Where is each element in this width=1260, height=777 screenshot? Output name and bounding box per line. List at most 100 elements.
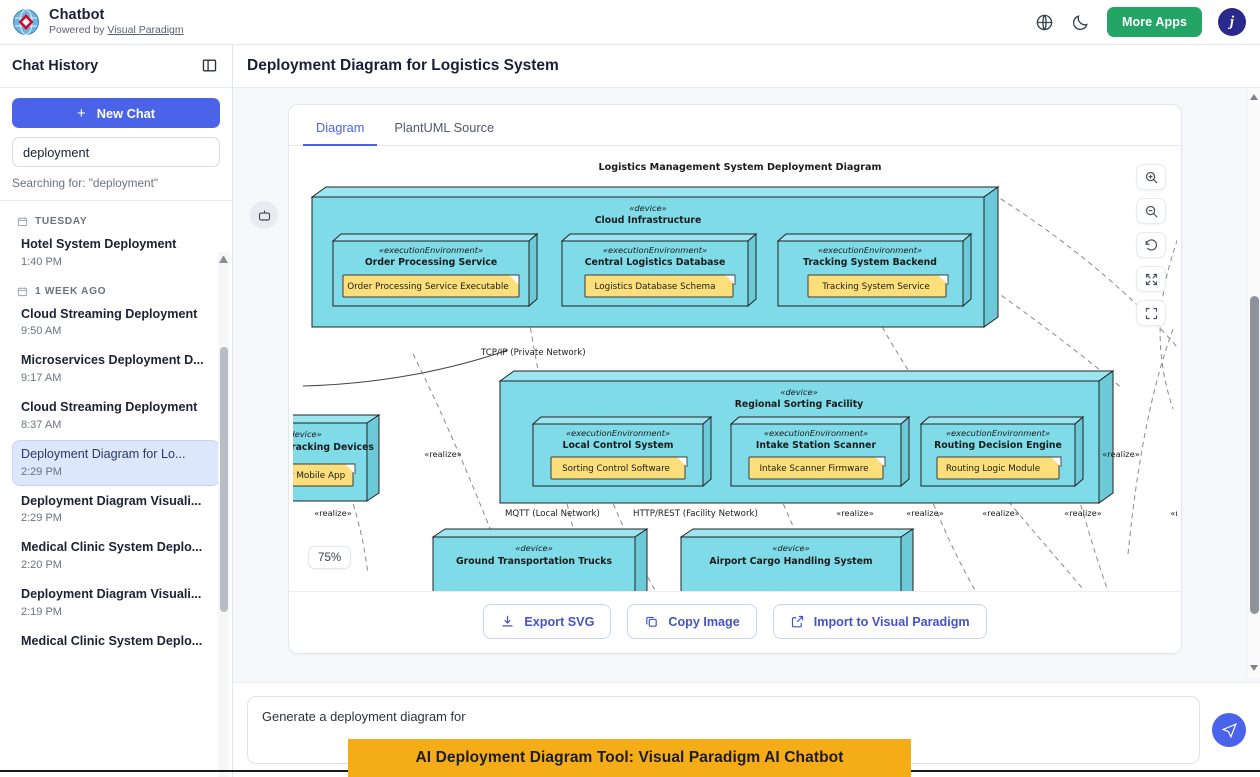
scrollbar-thumb[interactable] — [1249, 296, 1259, 614]
device-name: Airport Cargo Handling System — [709, 556, 872, 567]
device-stereotype: «device» — [772, 543, 810, 553]
list-item[interactable]: Microservices Deployment D... 9:17 AM — [12, 346, 220, 392]
device-regional-sorting-facility[interactable]: «device» Regional Sorting Facility «exec… — [498, 370, 1115, 504]
export-svg-label: Export SVG — [524, 614, 595, 629]
new-chat-button[interactable]: + New Chat — [12, 98, 220, 128]
diagram-viewport[interactable]: 75% Logistics Management System Deployme… — [293, 154, 1177, 591]
import-to-visual-paradigm-button[interactable]: Import to Visual Paradigm — [772, 604, 987, 639]
chat-time: 2:19 PM — [21, 605, 62, 618]
plus-icon: + — [76, 104, 86, 122]
send-button[interactable] — [1212, 713, 1246, 747]
device-ground-transportation-trucks[interactable]: «device» Ground Transportation Trucks — [431, 528, 649, 591]
zoom-level-badge: 75% — [308, 546, 352, 569]
env-name: Routing Decision Engine — [934, 440, 1062, 451]
chat-name: Cloud Streaming Deployment — [21, 400, 198, 415]
content-scrollbar[interactable] — [1246, 88, 1260, 677]
list-item[interactable]: Deployment Diagram Visuali... 2:29 PM — [12, 487, 220, 533]
zoom-out-icon[interactable] — [1136, 198, 1166, 224]
search-input[interactable] — [12, 137, 220, 167]
tab-plantuml-source[interactable]: PlantUML Source — [394, 120, 495, 135]
chat-time: 9:17 AM — [21, 372, 62, 385]
more-apps-button[interactable]: More Apps — [1106, 7, 1202, 37]
history-group-label: TUESDAY — [12, 207, 220, 230]
execution-environment-local-control-system[interactable]: «executionEnvironment» Local Control Sys… — [531, 415, 713, 488]
chat-time: 2:29 PM — [21, 465, 62, 478]
realize-label: «realize» — [314, 508, 352, 518]
list-item[interactable]: Deployment Diagram Visuali... 2:19 PM — [12, 580, 220, 626]
sidebar-scrollbar[interactable] — [218, 252, 229, 777]
list-item[interactable]: Cloud Streaming Deployment 9:50 AM — [12, 300, 220, 346]
execution-environment-tracking-system-backend[interactable]: «executionEnvironment» Tracking System B… — [776, 232, 973, 308]
scroll-up-arrow-icon[interactable] — [219, 254, 228, 263]
env-stereotype: «executionEnvironment» — [379, 245, 483, 255]
visual-paradigm-logo-icon — [12, 8, 40, 36]
execution-environment-order-processing-service[interactable]: «executionEnvironment» Order Processing … — [331, 232, 539, 308]
calendar-icon — [17, 287, 28, 296]
artifact-name: Sorting Control Software — [562, 464, 670, 474]
sidebar: Chat History + New Chat Searching for: "… — [0, 45, 233, 777]
deployment-diagram: Logistics Management System Deployment D… — [293, 162, 1177, 591]
searching-status: Searching for: "deployment" — [12, 176, 159, 190]
env-stereotype: «executionEnvironment» — [946, 428, 1050, 438]
copy-image-button[interactable]: Copy Image — [627, 604, 757, 639]
execution-environment-routing-decision-engine[interactable]: «executionEnvironment» Routing Decision … — [919, 415, 1085, 488]
chat-time: 2:29 PM — [21, 512, 62, 525]
zoom-in-icon[interactable] — [1136, 164, 1166, 190]
list-item[interactable]: Hotel System Deployment 1:40 PM — [12, 230, 220, 276]
scroll-down-arrow-icon[interactable] — [1250, 665, 1258, 673]
powered-by-prefix: Powered by — [49, 24, 108, 37]
device-cloud-infrastructure[interactable]: «device» Cloud Infrastructure «execution… — [310, 186, 1000, 328]
copy-icon — [646, 616, 658, 627]
export-svg-button[interactable]: Export SVG — [483, 604, 612, 639]
divider — [0, 200, 232, 201]
list-item[interactable]: Cloud Streaming Deployment 8:37 AM — [12, 393, 220, 439]
fit-screen-icon[interactable] — [1136, 266, 1166, 292]
send-icon — [1221, 722, 1237, 738]
env-name: Local Control System — [563, 440, 674, 451]
execution-environment-intake-station-scanner[interactable]: «executionEnvironment» Intake Station Sc… — [729, 415, 911, 488]
env-name: Order Processing Service — [365, 257, 497, 268]
visual-paradigm-link[interactable]: Visual Paradigm — [107, 24, 184, 37]
env-name: Intake Station Scanner — [756, 440, 877, 451]
reset-rotate-icon[interactable] — [1136, 232, 1166, 258]
chat-name: Deployment Diagram Visuali... — [21, 493, 202, 508]
promo-banner: AI Deployment Diagram Tool: Visual Parad… — [348, 739, 911, 777]
avatar[interactable]: j — [1218, 8, 1246, 36]
moon-icon[interactable] — [1071, 12, 1091, 32]
zoom-toolbar — [1136, 164, 1166, 326]
top-bar: Chatbot Powered by Visual Paradigm More … — [0, 0, 1260, 45]
connection-label-tcpip: TCP/IP (Private Network) — [480, 348, 586, 358]
realize-label: «realize» — [982, 508, 1020, 518]
scrollbar-thumb[interactable] — [219, 347, 228, 612]
device-airport-cargo-handling-system[interactable]: «device» Airport Cargo Handling System — [679, 528, 915, 591]
tab-diagram[interactable]: Diagram — [303, 114, 378, 146]
device-customer-tracking-devices[interactable]: «device» Customer Tracking Devices Custo… — [293, 414, 381, 502]
env-name: Central Logistics Database — [585, 257, 726, 268]
content-panel: Deployment Diagram for Logistics System … — [233, 45, 1260, 777]
chat-history-list[interactable]: TUESDAY Hotel System Deployment 1:40 PM … — [0, 201, 232, 777]
device-name: Ground Transportation Trucks — [456, 556, 612, 567]
chat-name: Hotel System Deployment — [21, 237, 177, 251]
list-item[interactable]: Medical Clinic System Deplo... 2:20 PM — [12, 533, 220, 579]
group-label-text: TUESDAY — [35, 216, 88, 227]
globe-icon[interactable] — [1035, 12, 1055, 32]
panel-collapse-icon[interactable] — [201, 57, 219, 75]
chat-time: 2:20 PM — [21, 559, 62, 572]
group-label-text: 1 WEEK AGO — [35, 285, 107, 297]
download-icon — [502, 615, 513, 627]
list-item-selected[interactable]: Deployment Diagram for Lo... 2:29 PM — [12, 439, 220, 486]
list-item[interactable]: Medical Clinic System Deplo... — [12, 627, 220, 658]
scroll-up-arrow-icon[interactable] — [1250, 92, 1258, 100]
device-stereotype: «device» — [293, 429, 322, 439]
realize-label: «realize» — [424, 449, 462, 459]
fullscreen-icon[interactable] — [1136, 300, 1166, 326]
tab-bar: Diagram PlantUML Source — [289, 105, 1181, 146]
diagram-card: Diagram PlantUML Source — [288, 104, 1182, 654]
env-stereotype: «executionEnvironment» — [764, 428, 868, 438]
device-stereotype: «device» — [629, 203, 667, 213]
chat-time: 9:50 AM — [21, 325, 62, 338]
brand: Chatbot Powered by Visual Paradigm — [12, 7, 184, 37]
connection-label-mqtt: MQTT (Local Network) — [505, 509, 600, 519]
execution-environment-central-logistics-database[interactable]: «executionEnvironment» Central Logistics… — [560, 232, 758, 308]
env-stereotype: «executionEnvironment» — [818, 245, 922, 255]
